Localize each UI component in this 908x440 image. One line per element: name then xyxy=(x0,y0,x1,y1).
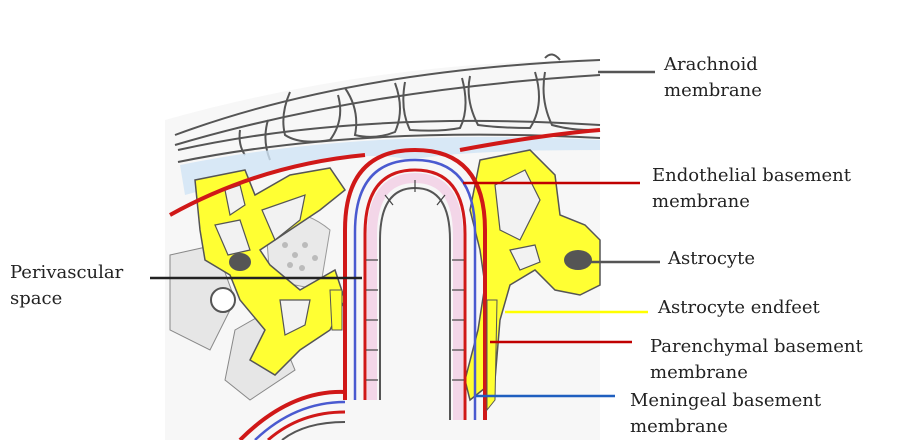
astrocyte-endfoot-strip-left xyxy=(330,290,342,330)
meningeal-label-line2: membrane xyxy=(630,414,821,440)
endfeet-label: Astrocyte endfeet xyxy=(658,295,820,321)
endfeet-label-line1: Astrocyte endfeet xyxy=(658,295,820,321)
perivascular-label-line2: space xyxy=(10,286,123,312)
endothelial-label-line2: membrane xyxy=(652,189,851,215)
astrocyte-label-line1: Astrocyte xyxy=(668,246,755,272)
arachnoid-label-line1: Arachnoid xyxy=(664,52,762,78)
arachnoid-label-line2: membrane xyxy=(664,78,762,104)
perivascular-label: Perivascular space xyxy=(10,260,123,312)
parenchymal-label-line2: membrane xyxy=(650,360,863,386)
endothelial-label: Endothelial basement membrane xyxy=(652,163,851,215)
astrocyte-label: Astrocyte xyxy=(668,246,755,272)
cell-nucleus xyxy=(211,288,235,312)
astrocyte-nucleus-left xyxy=(229,253,251,271)
endothelial-label-line1: Endothelial basement xyxy=(652,163,851,189)
parenchymal-label: Parenchymal basement membrane xyxy=(650,334,863,386)
meningeal-label: Meningeal basement membrane xyxy=(630,388,821,440)
perivascular-label-line1: Perivascular xyxy=(10,260,123,286)
parenchymal-label-line1: Parenchymal basement xyxy=(650,334,863,360)
arachnoid-label: Arachnoid membrane xyxy=(664,52,762,104)
astrocyte-endfoot-strip xyxy=(487,300,497,410)
meningeal-label-line1: Meningeal basement xyxy=(630,388,821,414)
astrocyte-nucleus-right xyxy=(564,250,592,270)
